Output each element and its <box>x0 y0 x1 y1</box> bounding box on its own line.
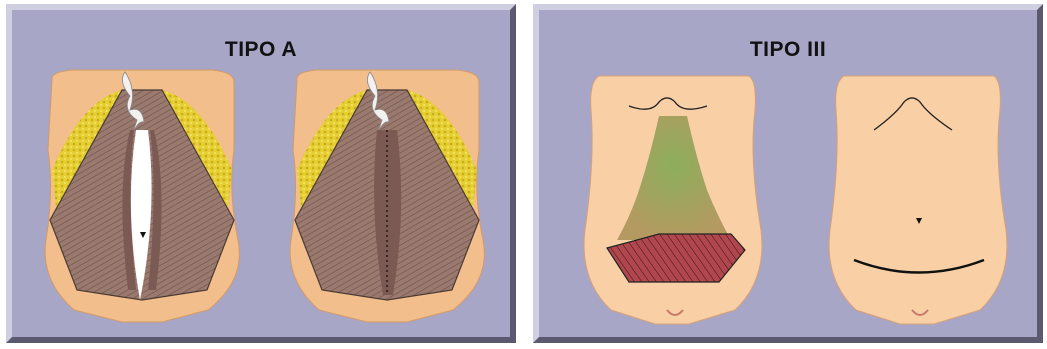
panel-tipo-a: TIPO A <box>6 4 516 343</box>
tipo-iii-illustration <box>539 10 1037 337</box>
torso-marked <box>584 76 762 324</box>
tipo-a-illustration <box>12 10 510 337</box>
torso-result <box>829 76 1007 324</box>
panel-tipo-iii: TIPO III <box>533 4 1043 343</box>
torso-diastasis <box>45 70 239 322</box>
torso-repaired <box>290 70 484 322</box>
